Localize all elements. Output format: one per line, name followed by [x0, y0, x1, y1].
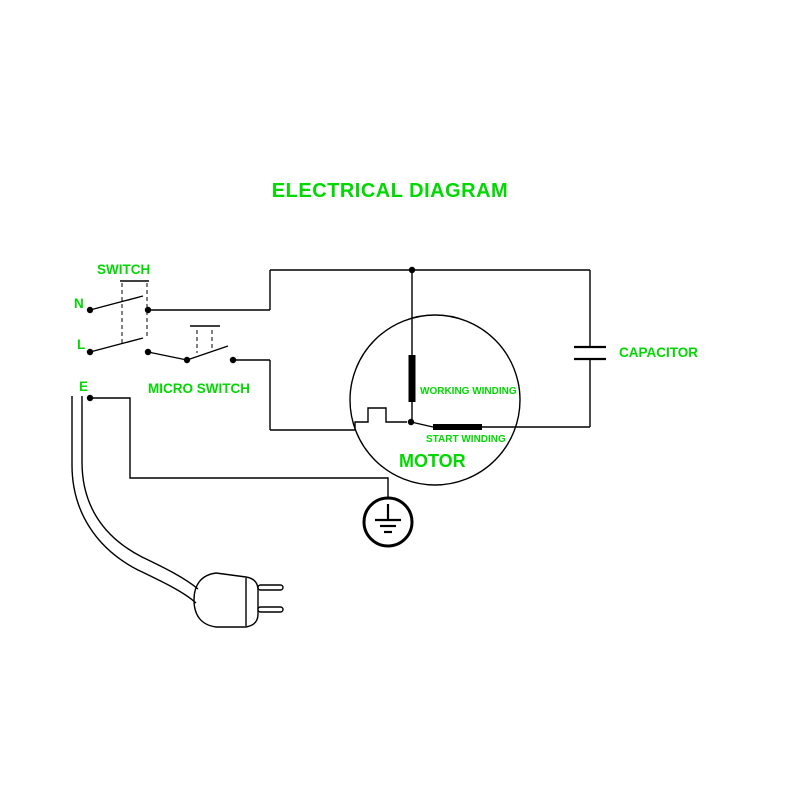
switch-blade-n [89, 295, 144, 311]
start-winding-label: START WINDING [426, 434, 506, 445]
cord-inner-line [81, 396, 199, 590]
switch-blade-l [89, 337, 144, 353]
motor-circle [349, 314, 521, 486]
microswitch-contact-dot-left [183, 356, 191, 364]
micro-switch-symbol [147, 325, 237, 364]
start-winding-left-wire [410, 421, 434, 428]
line-wire-run [233, 359, 355, 431]
earth-wire-run [90, 397, 389, 498]
start-winding-bar [433, 424, 482, 430]
plug-back-cap [193, 572, 217, 628]
plug-pin-top [257, 584, 284, 591]
centrifugal-switch-symbol [354, 407, 407, 430]
plug-body [215, 572, 259, 628]
terminal-l-label: L [77, 337, 85, 352]
motor-symbol [349, 266, 521, 486]
diagram-title: ELECTRICAL DIAGRAM [272, 180, 508, 202]
l-wire-to-microswitch [147, 351, 188, 361]
terminal-e-label: E [79, 379, 88, 394]
working-winding-bar [408, 355, 416, 402]
supply-rails [270, 269, 591, 428]
neutral-wire-run [148, 270, 271, 311]
junction-dot-windings [407, 418, 415, 426]
junction-dot-top [408, 266, 416, 274]
terminal-dot-n [86, 306, 94, 314]
power-cord [71, 396, 199, 604]
double-pole-switch-symbol [86, 280, 152, 356]
microswitch-blade [186, 345, 229, 361]
ground-circle [362, 496, 414, 548]
plug-pin-bottom [257, 606, 284, 613]
cord-outer-line [71, 396, 197, 604]
earth-ground-symbol [362, 496, 414, 548]
earth-ground-run [86, 394, 414, 548]
working-winding-label: WORKING WINDING [420, 386, 517, 397]
capacitor-label: CAPACITOR [619, 345, 698, 360]
euro-plug-symbol [193, 572, 284, 628]
switch-label: SWITCH [97, 262, 150, 277]
motor-label: MOTOR [399, 451, 466, 471]
capacitor-symbol [574, 345, 606, 361]
micro-switch-label: MICRO SWITCH [148, 381, 250, 396]
terminal-dot-l [86, 348, 94, 356]
terminal-n-label: N [74, 296, 84, 311]
